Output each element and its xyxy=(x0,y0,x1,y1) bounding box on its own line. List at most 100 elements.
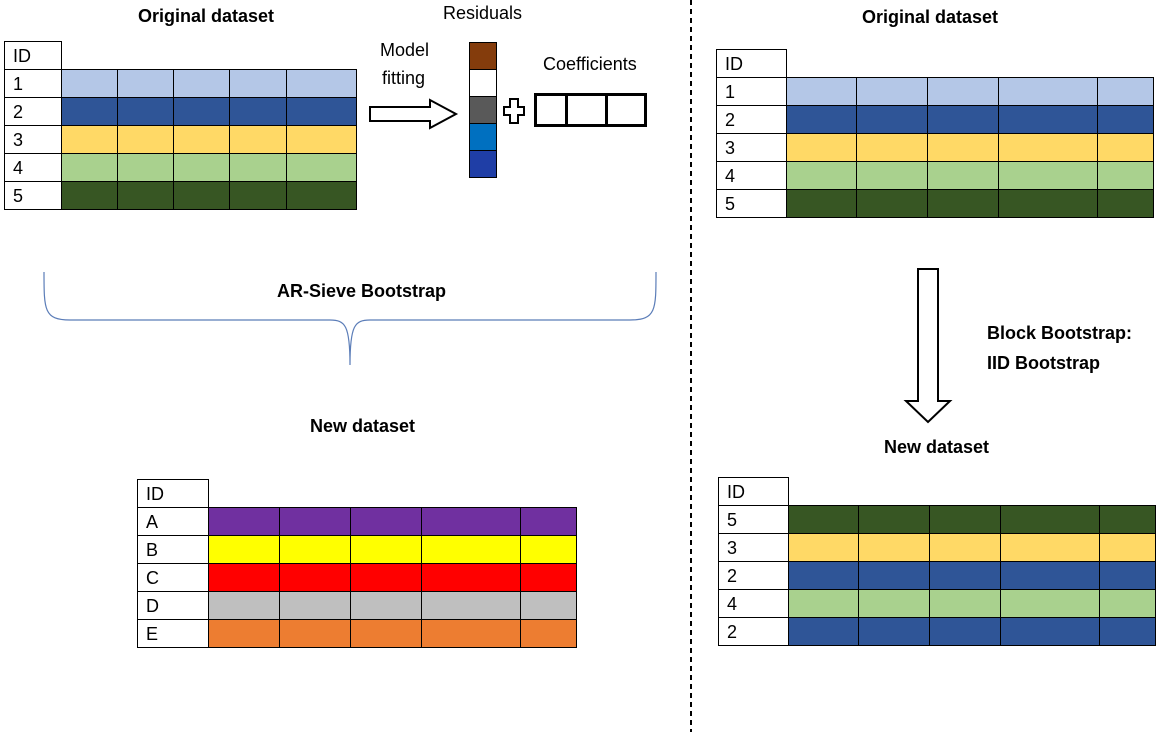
plus-icon xyxy=(503,98,525,124)
data-cell xyxy=(279,591,351,620)
data-cell xyxy=(998,77,1098,106)
row-id-cell: 1 xyxy=(4,69,62,98)
coefficients-box xyxy=(534,93,647,127)
data-cell xyxy=(856,133,928,162)
row-id-cell: 4 xyxy=(718,589,789,618)
data-cell xyxy=(421,563,521,592)
data-cell xyxy=(350,619,422,648)
row-id-cell: 5 xyxy=(718,505,789,534)
iid-bootstrap-label: IID Bootstrap xyxy=(987,353,1101,373)
data-cell xyxy=(786,105,857,134)
data-cell xyxy=(1099,617,1156,646)
data-cell xyxy=(229,125,287,154)
data-cell xyxy=(61,69,118,98)
data-cell xyxy=(286,125,357,154)
data-cell xyxy=(117,181,174,210)
data-cell xyxy=(173,125,230,154)
right-new-dataset-title: New dataset xyxy=(884,437,990,457)
data-cell xyxy=(856,161,928,190)
row-id-cell: C xyxy=(137,563,209,592)
data-cell xyxy=(858,533,930,562)
data-cell xyxy=(1099,589,1156,618)
id-header: ID xyxy=(4,41,62,70)
data-cell xyxy=(998,105,1098,134)
data-cell xyxy=(286,97,357,126)
residual-cell xyxy=(469,42,497,70)
residuals-label: Residuals xyxy=(443,3,523,23)
data-cell xyxy=(229,69,287,98)
data-cell xyxy=(279,619,351,648)
id-header: ID xyxy=(137,479,209,508)
data-cell xyxy=(208,563,280,592)
data-cell xyxy=(1097,105,1154,134)
right-original-title: Original dataset xyxy=(862,7,999,27)
row-id-cell: D xyxy=(137,591,209,620)
row-id-cell: E xyxy=(137,619,209,648)
row-id-cell: 2 xyxy=(718,617,789,646)
row-id-cell: 3 xyxy=(4,125,62,154)
data-cell xyxy=(173,69,230,98)
data-cell xyxy=(117,69,174,98)
data-cell xyxy=(117,153,174,182)
left-new-dataset-title: New dataset xyxy=(310,416,416,436)
row-id-cell: 5 xyxy=(4,181,62,210)
data-cell xyxy=(520,535,577,564)
data-cell xyxy=(208,591,280,620)
data-cell xyxy=(1000,561,1100,590)
data-cell xyxy=(929,561,1001,590)
data-cell xyxy=(117,125,174,154)
down-arrow xyxy=(903,268,953,424)
data-cell xyxy=(229,153,287,182)
data-cell xyxy=(929,589,1001,618)
data-cell xyxy=(286,181,357,210)
data-cell xyxy=(1000,617,1100,646)
row-id-cell: B xyxy=(137,535,209,564)
data-cell xyxy=(350,535,422,564)
data-cell xyxy=(927,161,999,190)
data-cell xyxy=(173,153,230,182)
data-cell xyxy=(350,591,422,620)
row-id-cell: 3 xyxy=(716,133,787,162)
row-id-cell: 4 xyxy=(4,153,62,182)
data-cell xyxy=(927,105,999,134)
data-cell xyxy=(1097,189,1154,218)
row-id-cell: 5 xyxy=(716,189,787,218)
residual-cell xyxy=(469,69,497,97)
data-cell xyxy=(858,589,930,618)
data-cell xyxy=(520,591,577,620)
curly-brace xyxy=(43,271,657,366)
id-header: ID xyxy=(718,477,789,506)
data-cell xyxy=(929,533,1001,562)
data-cell xyxy=(1097,161,1154,190)
data-cell xyxy=(927,189,999,218)
data-cell xyxy=(61,125,118,154)
data-cell xyxy=(788,617,859,646)
model-fitting-arrow xyxy=(369,98,459,130)
data-cell xyxy=(1099,533,1156,562)
data-cell xyxy=(421,507,521,536)
data-cell xyxy=(117,97,174,126)
data-cell xyxy=(1099,505,1156,534)
row-id-cell: 2 xyxy=(718,561,789,590)
data-cell xyxy=(998,161,1098,190)
data-cell xyxy=(350,563,422,592)
data-cell xyxy=(421,535,521,564)
row-id-cell: 4 xyxy=(716,161,787,190)
data-cell xyxy=(286,153,357,182)
block-bootstrap-label: Block Bootstrap: xyxy=(987,323,1133,343)
data-cell xyxy=(286,69,357,98)
data-cell xyxy=(229,97,287,126)
data-cell xyxy=(788,533,859,562)
data-cell xyxy=(858,561,930,590)
data-cell xyxy=(520,563,577,592)
residual-cell xyxy=(469,96,497,124)
data-cell xyxy=(929,505,1001,534)
data-cell xyxy=(61,97,118,126)
left-original-title: Original dataset xyxy=(138,6,275,26)
data-cell xyxy=(788,505,859,534)
residual-cell xyxy=(469,150,497,178)
panel-divider xyxy=(690,0,692,732)
data-cell xyxy=(998,133,1098,162)
data-cell xyxy=(786,161,857,190)
data-cell xyxy=(858,505,930,534)
